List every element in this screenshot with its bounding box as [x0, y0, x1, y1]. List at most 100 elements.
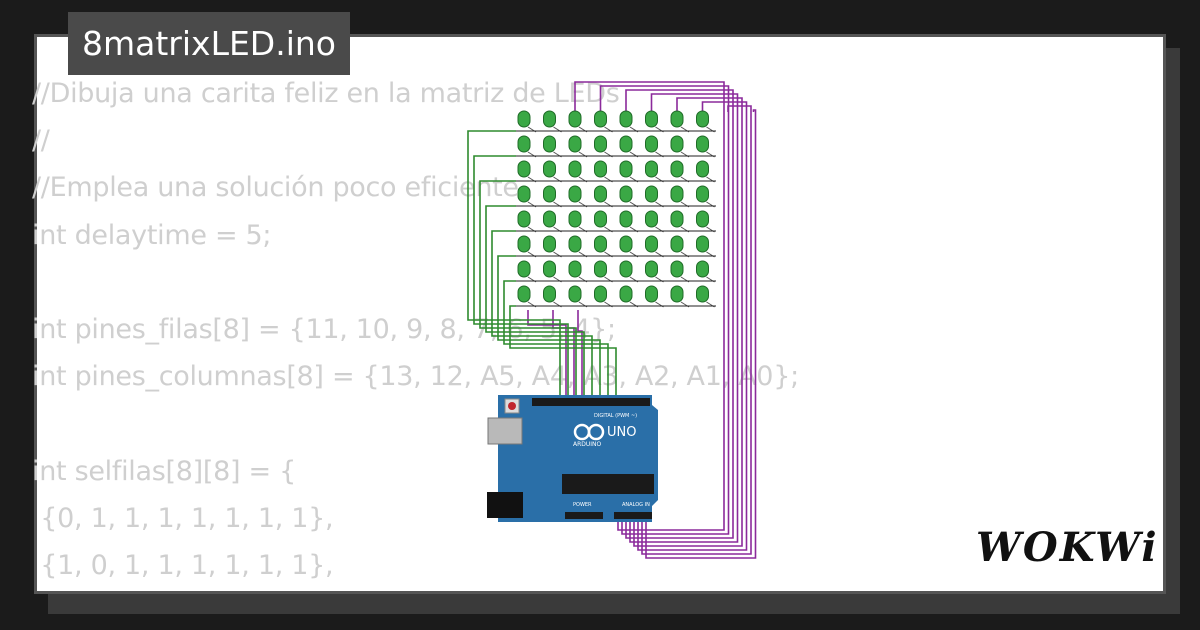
led: [619, 135, 633, 153]
led: [594, 135, 607, 153]
led: [568, 185, 582, 203]
arduino-infinity-icon: [573, 423, 605, 441]
led: [670, 160, 684, 178]
board-label-digital: DIGITAL (PWM ~): [594, 413, 637, 419]
row-wire: [467, 130, 561, 398]
column-wire: [629, 93, 739, 543]
green-row-wires: [467, 130, 617, 398]
board-label-uno: UNO: [607, 425, 636, 440]
led: [670, 285, 684, 303]
led: [645, 110, 658, 128]
led: [543, 135, 556, 153]
led: [543, 260, 556, 278]
led: [696, 160, 709, 178]
code-line: //Emplea una solución poco eficiente: [32, 172, 519, 204]
led: [619, 160, 633, 178]
code-line: {0, 1, 1, 1, 1, 1, 1, 1},: [32, 502, 334, 534]
led: [696, 185, 709, 203]
led: [568, 160, 582, 178]
sketch-title: 8matrixLED.ino: [68, 12, 350, 75]
column-wire: [574, 81, 725, 531]
led: [670, 210, 684, 228]
analog-header: [614, 512, 652, 519]
led: [645, 135, 658, 153]
led: [517, 260, 531, 278]
led: [696, 260, 709, 278]
code-line: int pines_columnas[8] = {13, 12, A5, A4,…: [32, 361, 799, 393]
led: [517, 210, 531, 228]
usb-port: [487, 417, 523, 445]
wokwi-logo: WOKWi: [976, 524, 1159, 571]
led: [543, 285, 556, 303]
led: [619, 285, 633, 303]
code-line: //: [32, 125, 50, 157]
led: [568, 285, 582, 303]
led: [670, 110, 684, 128]
power-header: [565, 512, 603, 519]
column-wire: [645, 109, 757, 559]
led: [594, 110, 607, 128]
led: [568, 235, 582, 253]
led: [517, 110, 531, 128]
column-wire: [599, 85, 730, 535]
led: [645, 285, 658, 303]
led: [517, 135, 531, 153]
row-wire: [509, 305, 617, 398]
led: [670, 235, 684, 253]
code-preview: //Dibuja una carita feliz en la matriz d…: [32, 70, 799, 589]
code-line: //Dibuja una carita feliz en la matriz d…: [32, 78, 620, 109]
purple-column-wires: [527, 81, 757, 559]
led-matrix: [516, 110, 716, 308]
led: [619, 185, 633, 203]
led: [619, 260, 633, 278]
led: [670, 260, 684, 278]
digital-header: [532, 398, 650, 406]
led: [517, 285, 531, 303]
led: [645, 260, 658, 278]
led: [696, 235, 709, 253]
led: [619, 235, 633, 253]
led: [568, 260, 582, 278]
atmega-chip: [562, 474, 654, 494]
led: [670, 185, 684, 203]
led: [670, 135, 684, 153]
led: [543, 160, 556, 178]
led: [543, 235, 556, 253]
led: [696, 285, 709, 303]
led: [696, 135, 709, 153]
column-wire-short: [527, 310, 567, 398]
led: [645, 185, 658, 203]
arduino-uno-board: UNO ARDUINO DIGITAL (PWM ~) ANALOG IN PO…: [487, 395, 658, 522]
reset-icon: [508, 402, 516, 410]
board-label-arduino: ARDUINO: [573, 441, 602, 448]
led: [543, 110, 556, 128]
power-jack: [487, 492, 523, 518]
led: [517, 160, 531, 178]
column-wire: [633, 97, 743, 547]
code-line: int selfilas[8][8] = {: [32, 455, 296, 487]
led: [568, 110, 582, 128]
led: [594, 185, 607, 203]
row-wire: [485, 205, 585, 398]
led: [594, 160, 607, 178]
led: [645, 235, 658, 253]
row-wire: [491, 230, 593, 398]
column-wire: [641, 105, 752, 555]
led: [594, 260, 607, 278]
led: [543, 185, 556, 203]
board-label-analog: ANALOG IN: [622, 502, 650, 508]
row-wire: [479, 180, 577, 398]
led: [594, 235, 607, 253]
column-wire-short: [577, 310, 583, 398]
led: [619, 210, 633, 228]
code-line: int delaytime = 5;: [32, 219, 272, 251]
led: [645, 210, 658, 228]
led: [696, 210, 709, 228]
led: [517, 185, 531, 203]
row-wire: [503, 280, 609, 398]
board-label-power: POWER: [573, 502, 592, 508]
led: [696, 110, 709, 128]
code-line: {1, 0, 1, 1, 1, 1, 1, 1},: [32, 550, 334, 582]
column-wire: [625, 89, 734, 539]
